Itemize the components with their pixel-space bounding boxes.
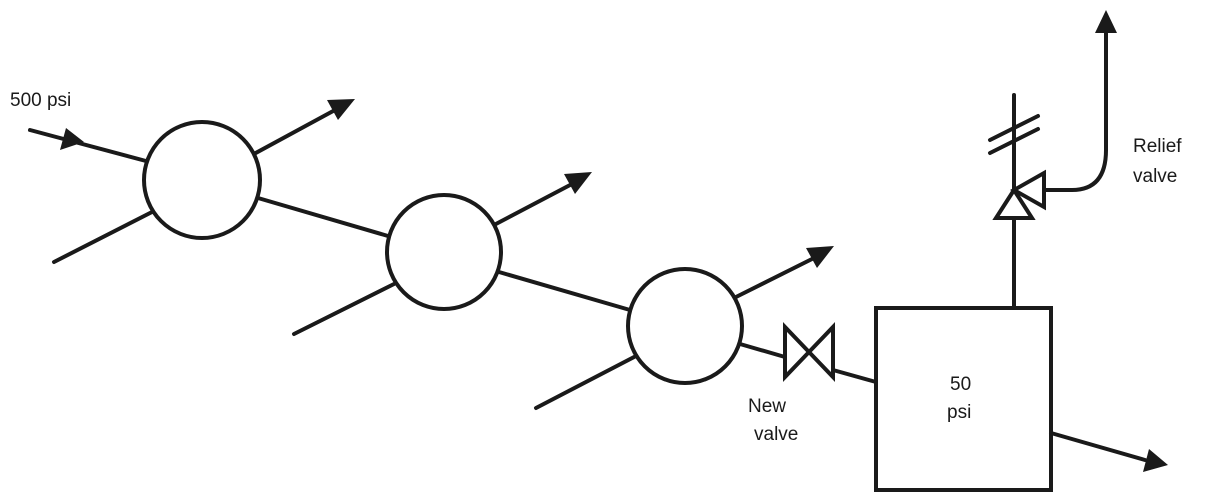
relief-valve-label-line2: valve <box>1133 166 1177 187</box>
new-valve-label-line1: New <box>748 396 786 417</box>
unit-2-outlet-line <box>492 182 574 227</box>
unit-1-feed-line <box>52 210 154 264</box>
unit-2 <box>292 172 592 336</box>
inlet-arrow <box>60 128 84 150</box>
unit-2-circle <box>385 193 503 311</box>
vent-break-marks <box>988 114 1040 155</box>
unit-1-outlet-arrowhead <box>327 99 355 120</box>
unit-2-outlet-arrowhead <box>564 172 592 194</box>
unit-1 <box>52 99 355 264</box>
unit-3-feed-line <box>534 354 638 410</box>
new-valve-symbol <box>783 322 835 382</box>
unit-1-circle <box>142 120 262 240</box>
vessel-pressure-line1: 50 <box>950 374 971 395</box>
main-process-line <box>28 128 878 384</box>
relief-discharge-line <box>1042 30 1108 192</box>
vessel-box <box>874 306 1053 492</box>
unit-1-outlet-line <box>250 108 337 157</box>
relief-valve-label-line1: Relief <box>1133 136 1182 157</box>
vessel-outlet-arrowhead <box>1143 449 1168 472</box>
new-valve-label-line2: valve <box>754 424 798 445</box>
relief-discharge-arrowhead <box>1095 10 1117 33</box>
unit-3-outlet-line <box>734 256 816 299</box>
inlet-pressure-label: 500 psi <box>10 90 71 111</box>
unit-3 <box>534 246 834 410</box>
relief-valve-symbol <box>992 169 1046 220</box>
vessel-pressure-line2: psi <box>947 402 971 423</box>
unit-3-circle <box>626 267 744 385</box>
unit-2-feed-line <box>292 282 396 336</box>
unit-3-outlet-arrowhead <box>806 246 834 268</box>
vessel-outlet-line <box>1049 431 1147 462</box>
